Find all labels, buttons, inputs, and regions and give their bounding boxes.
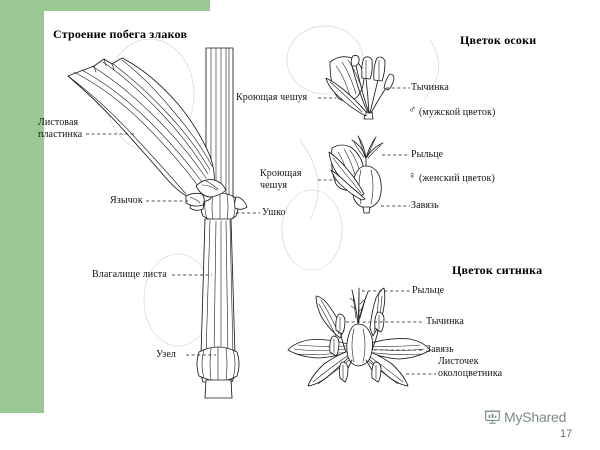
- rush-flower-drawing: [287, 287, 431, 387]
- label-rush-ovary: Завязь: [426, 344, 454, 355]
- grass-shoot-title: Строение побега злаков: [53, 27, 188, 41]
- label-bract-scale-lower: Кроющая чешуя: [260, 168, 302, 191]
- grass-shoot-drawing: [67, 47, 248, 399]
- decorative-green-top-bar: [0, 0, 210, 11]
- watermark-brand: MyShared: [504, 408, 567, 425]
- label-ligule: Язычок: [110, 195, 143, 206]
- male-symbol: ♂: [408, 104, 417, 116]
- label-auricle: Ушко: [262, 207, 286, 218]
- watermark: MyShared: [484, 408, 566, 425]
- myshared-logo-icon: [484, 410, 501, 424]
- label-sedge-stamen: Тычинка: [411, 82, 449, 93]
- sedge-female-flower-drawing: [328, 135, 384, 214]
- decorative-green-left-bar: [0, 0, 44, 413]
- leader-lines: [86, 87, 436, 375]
- label-node: Узел: [156, 349, 176, 360]
- page-number: 17: [560, 428, 573, 440]
- sedge-flower-title: Цветок осоки: [460, 33, 537, 47]
- label-leaf-blade: Листовая пластинка: [38, 117, 83, 140]
- label-leaf-sheath: Влагалище листа: [92, 269, 167, 280]
- label-rush-stigma: Рыльце: [412, 285, 445, 296]
- label-bract-scale-upper: Кроющая чешуя: [236, 92, 308, 103]
- label-sedge-stigma: Рыльце: [411, 149, 444, 160]
- label-rush-perianth-leaflet: Листочек околоцветника: [438, 356, 503, 379]
- label-sedge-male-flower: (мужской цветок): [419, 107, 496, 118]
- rush-flower-title: Цветок ситника: [452, 263, 543, 277]
- label-sedge-ovary: Завязь: [411, 200, 439, 211]
- sedge-male-flower-drawing: [325, 54, 395, 120]
- label-rush-stamen: Тычинка: [426, 316, 464, 327]
- label-sedge-female-flower: (женский цветок): [419, 173, 495, 184]
- female-symbol: ♀: [408, 170, 417, 182]
